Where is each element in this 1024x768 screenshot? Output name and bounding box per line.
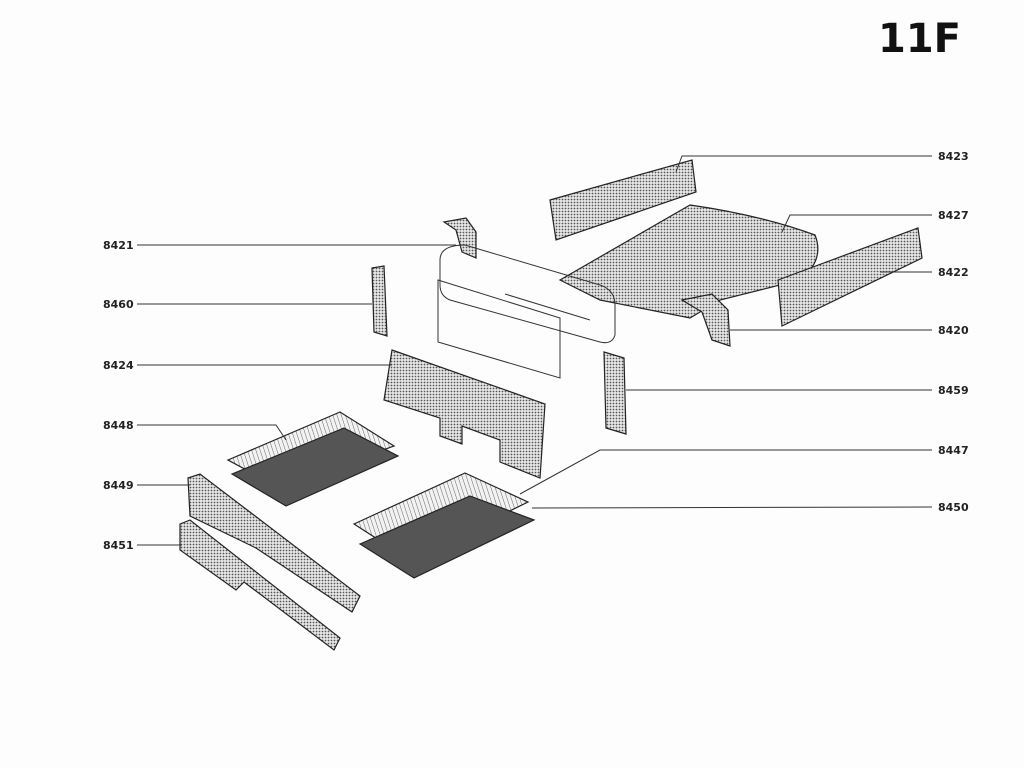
label-8460: 8460 xyxy=(103,298,134,311)
seat-frame-outline xyxy=(437,244,616,379)
label-8450: 8450 xyxy=(938,501,969,514)
label-8447: 8447 xyxy=(938,444,969,457)
part-8450-base xyxy=(358,495,536,579)
part-8421-corner xyxy=(442,217,477,259)
leader-8450 xyxy=(531,506,933,509)
part-8460-strip xyxy=(371,265,388,337)
part-8459-strip xyxy=(603,351,627,435)
part-8448-base xyxy=(230,427,400,507)
label-8448: 8448 xyxy=(103,419,134,432)
label-8423: 8423 xyxy=(938,150,969,163)
label-8424: 8424 xyxy=(103,359,134,372)
label-8451: 8451 xyxy=(103,539,134,552)
part-8449-panel xyxy=(187,473,361,613)
part-8422-panel xyxy=(777,227,923,327)
part-8424-panel xyxy=(383,349,546,479)
label-8427: 8427 xyxy=(938,209,969,222)
leader-8448 xyxy=(137,424,287,441)
leader-8423 xyxy=(675,155,932,173)
leader-8447 xyxy=(519,449,932,495)
part-8423-panel xyxy=(549,159,697,241)
part-8451-panel xyxy=(179,519,341,651)
label-8459: 8459 xyxy=(938,384,969,397)
label-8420: 8420 xyxy=(938,324,969,337)
leader-8427 xyxy=(781,214,932,233)
label-8421: 8421 xyxy=(103,239,134,252)
label-8422: 8422 xyxy=(938,266,969,279)
label-8449: 8449 xyxy=(103,479,134,492)
part-8420-corner xyxy=(680,293,731,347)
page-number: 11F xyxy=(878,16,961,62)
